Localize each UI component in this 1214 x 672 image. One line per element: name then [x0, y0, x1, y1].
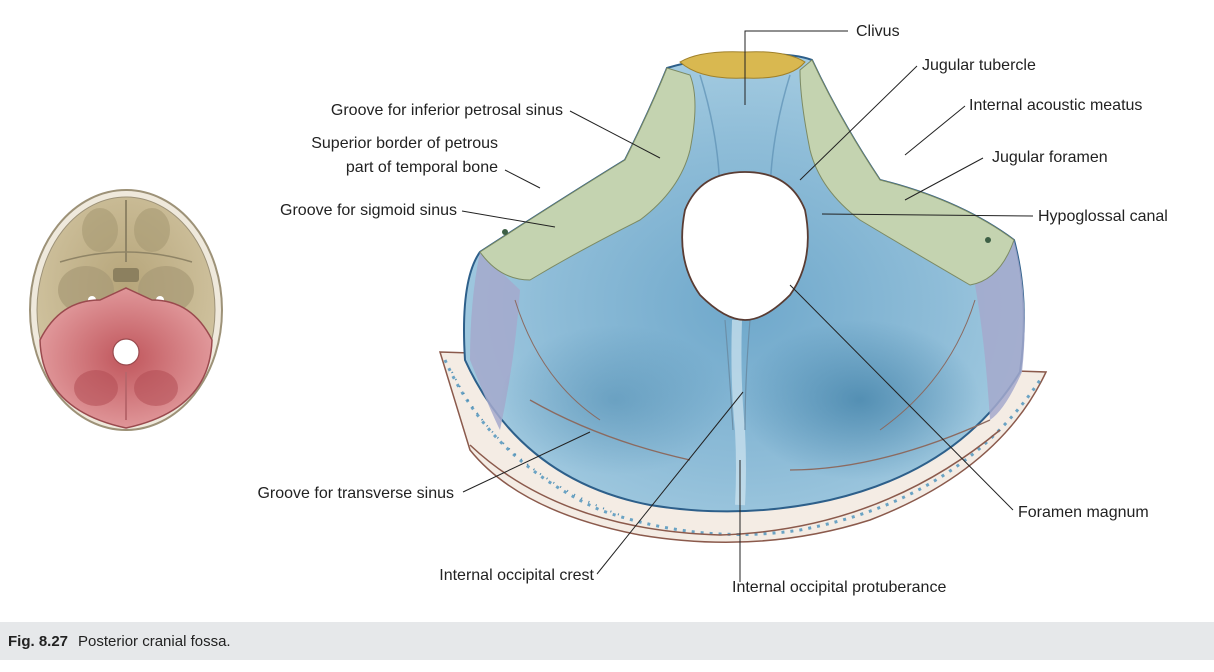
- main-fossa: [438, 51, 1048, 544]
- skull-inset: [29, 189, 223, 431]
- label-jugular-tubercle: Jugular tubercle: [922, 57, 1036, 74]
- label-groove-transverse-sinus: Groove for transverse sinus: [257, 485, 454, 502]
- leader-jugular-foramen: [904, 157, 984, 201]
- label-superior-border-line2: part of temporal bone: [345, 159, 498, 176]
- leader-superior-border: [504, 169, 541, 189]
- label-clivus: Clivus: [856, 23, 900, 40]
- figure-number: Fig. 8.27: [8, 632, 69, 650]
- leader-sigmoid: [461, 210, 556, 228]
- label-internal-occipital-crest: Internal occipital crest: [439, 567, 594, 584]
- leader-internal-acoustic-meatus: [904, 105, 966, 156]
- label-groove-inferior-petrosal-sinus: Groove for inferior petrosal sinus: [330, 102, 563, 119]
- leader-hypoglossal-canal: [821, 213, 1034, 217]
- leader-internal-occipital-crest: [596, 391, 744, 575]
- figure-stage: Clivus Jugular tubercle Internal acousti…: [29, 23, 1168, 596]
- label-jugular-foramen: Jugular foramen: [992, 149, 1108, 166]
- label-hypoglossal-canal: Hypoglossal canal: [1038, 208, 1168, 225]
- label-internal-occipital-protuberance: Internal occipital protuberance: [732, 579, 947, 596]
- leader-lines: [461, 30, 1034, 582]
- label-superior-border-line1: Superior border of petrous: [311, 135, 498, 152]
- label-groove-sigmoid-sinus: Groove for sigmoid sinus: [280, 202, 457, 219]
- leader-foramen-magnum: [789, 284, 1014, 511]
- posterior-cranial-fossa-illustration: [29, 30, 1048, 582]
- leader-inferior-petrosal: [569, 110, 661, 159]
- label-foramen-magnum: Foramen magnum: [1018, 504, 1149, 521]
- leader-jugular-tubercle: [799, 65, 918, 181]
- leader-transverse: [462, 431, 591, 493]
- label-internal-acoustic-meatus: Internal acoustic meatus: [969, 97, 1143, 114]
- figure-caption-bar: Fig. 8.27 Posterior cranial fossa.: [0, 622, 1214, 660]
- leader-clivus: [744, 30, 848, 105]
- figure-caption: Posterior cranial fossa.: [78, 632, 231, 650]
